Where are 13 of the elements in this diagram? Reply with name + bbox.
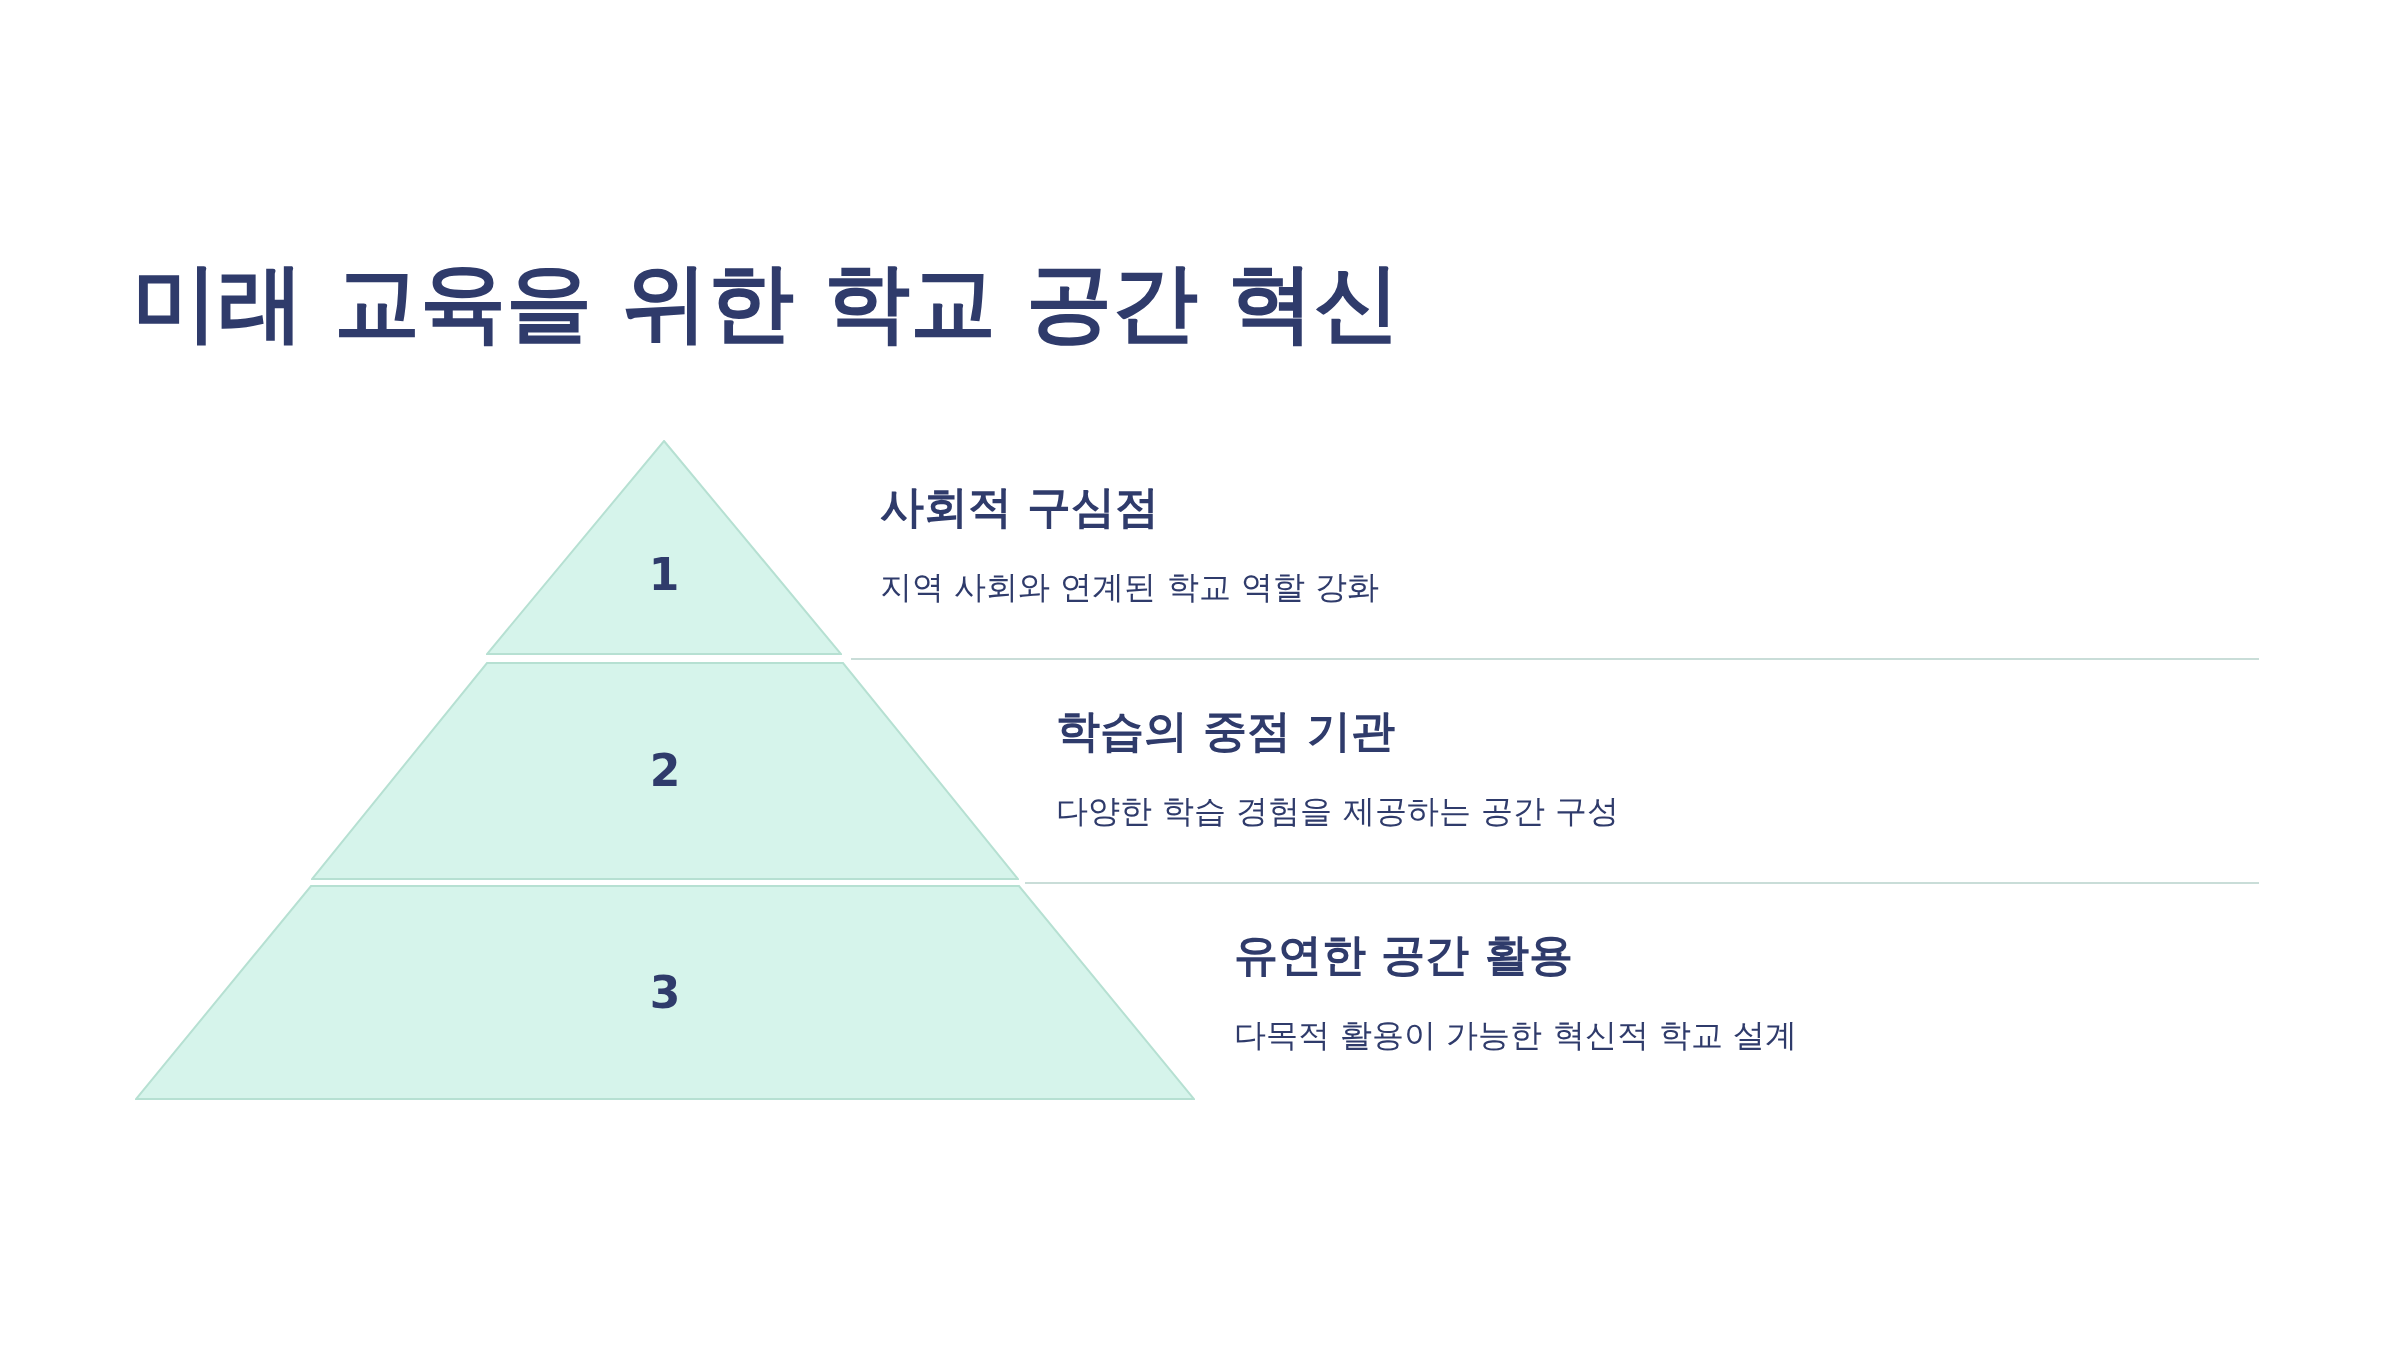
tier-number: 2: [649, 744, 681, 796]
tier-description: 지역 사회와 연계된 학교 역할 강화: [880, 567, 1379, 608]
tier-heading: 유연한 공간 활용: [1234, 928, 1573, 982]
tier-number: 1: [648, 548, 680, 600]
tier-heading: 사회적 구심점: [880, 480, 1160, 534]
tier-heading: 학습의 중점 기관: [1056, 704, 1395, 758]
pyramid-tier: [135, 885, 1195, 1100]
pyramid-tier: [311, 662, 1019, 880]
pyramid-tier: [486, 440, 842, 655]
tier-number: 3: [649, 966, 681, 1018]
tier-description: 다양한 학습 경험을 제공하는 공간 구성: [1056, 791, 1619, 832]
tier-description: 다목적 활용이 가능한 혁신적 학교 설계: [1234, 1015, 1797, 1056]
slide-title: 미래 교육을 위한 학교 공간 혁신: [132, 251, 1400, 354]
